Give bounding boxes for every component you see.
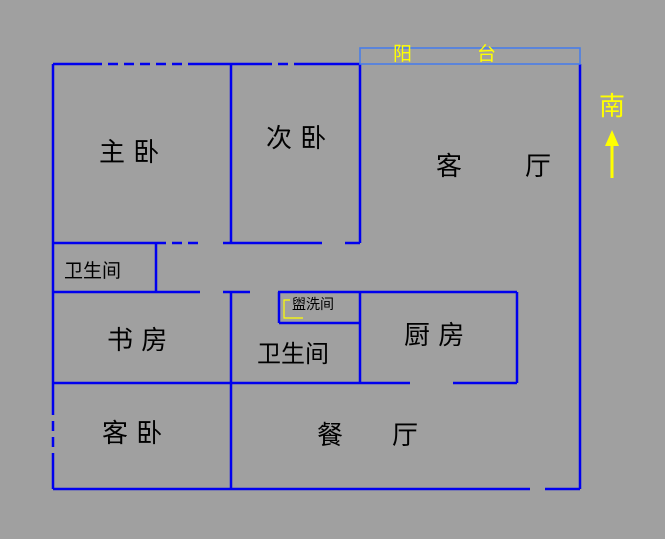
room-master-bedroom: 主 卧	[99, 138, 160, 168]
washroom-pointer	[283, 299, 303, 319]
up-arrow-icon	[605, 130, 619, 178]
room-washroom: 盥洗间	[292, 297, 334, 313]
room-guest-bedroom: 客 卧	[102, 419, 163, 449]
room-living-room-2: 厅	[525, 152, 552, 182]
compass-south-label: 南	[599, 92, 626, 122]
room-dining-room-1: 餐	[317, 421, 344, 451]
balcony-label-2: 台	[477, 43, 497, 65]
room-living-room-1: 客	[436, 152, 463, 182]
room-dining-room-2: 厅	[392, 421, 419, 451]
walls	[51, 62, 582, 491]
room-small-bathroom: 卫生间	[64, 260, 122, 282]
balcony-label-1: 阳	[393, 43, 413, 65]
room-kitchen: 厨 房	[404, 321, 465, 351]
room-bathroom: 卫生间	[257, 340, 329, 368]
room-second-bedroom: 次 卧	[266, 124, 327, 154]
room-study: 书 房	[107, 326, 168, 356]
balcony	[359, 47, 581, 65]
